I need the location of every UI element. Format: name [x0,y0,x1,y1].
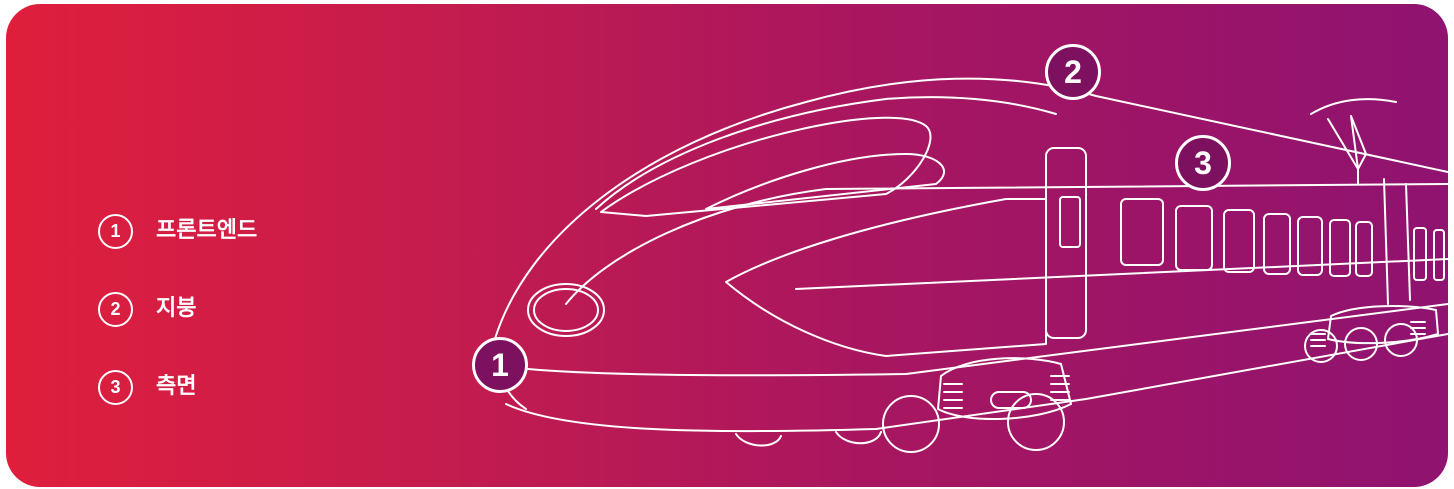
train-skirt-line [528,304,1448,375]
callout-side: 3 [1175,135,1231,191]
train-pantograph [1311,99,1396,184]
callout-front-end: 1 [472,337,528,393]
train-headlight [528,284,604,336]
callout-roof: 2 [1045,44,1101,100]
train-windshield-upper [601,118,930,216]
train-car-joint [1384,179,1410,304]
train-windshield-lower [706,154,944,209]
train-bogie-front [736,358,1071,452]
train-cab-side-panel [726,199,1046,356]
train-windows [1121,199,1444,280]
train-cab-top [596,97,1056,209]
train-side-upper-line [566,184,1448,304]
train-roof-line [494,79,1448,342]
train-illustration [6,4,1448,487]
train-parts-banner: 1 프론트엔드 2 지붕 3 측면 [6,4,1448,487]
